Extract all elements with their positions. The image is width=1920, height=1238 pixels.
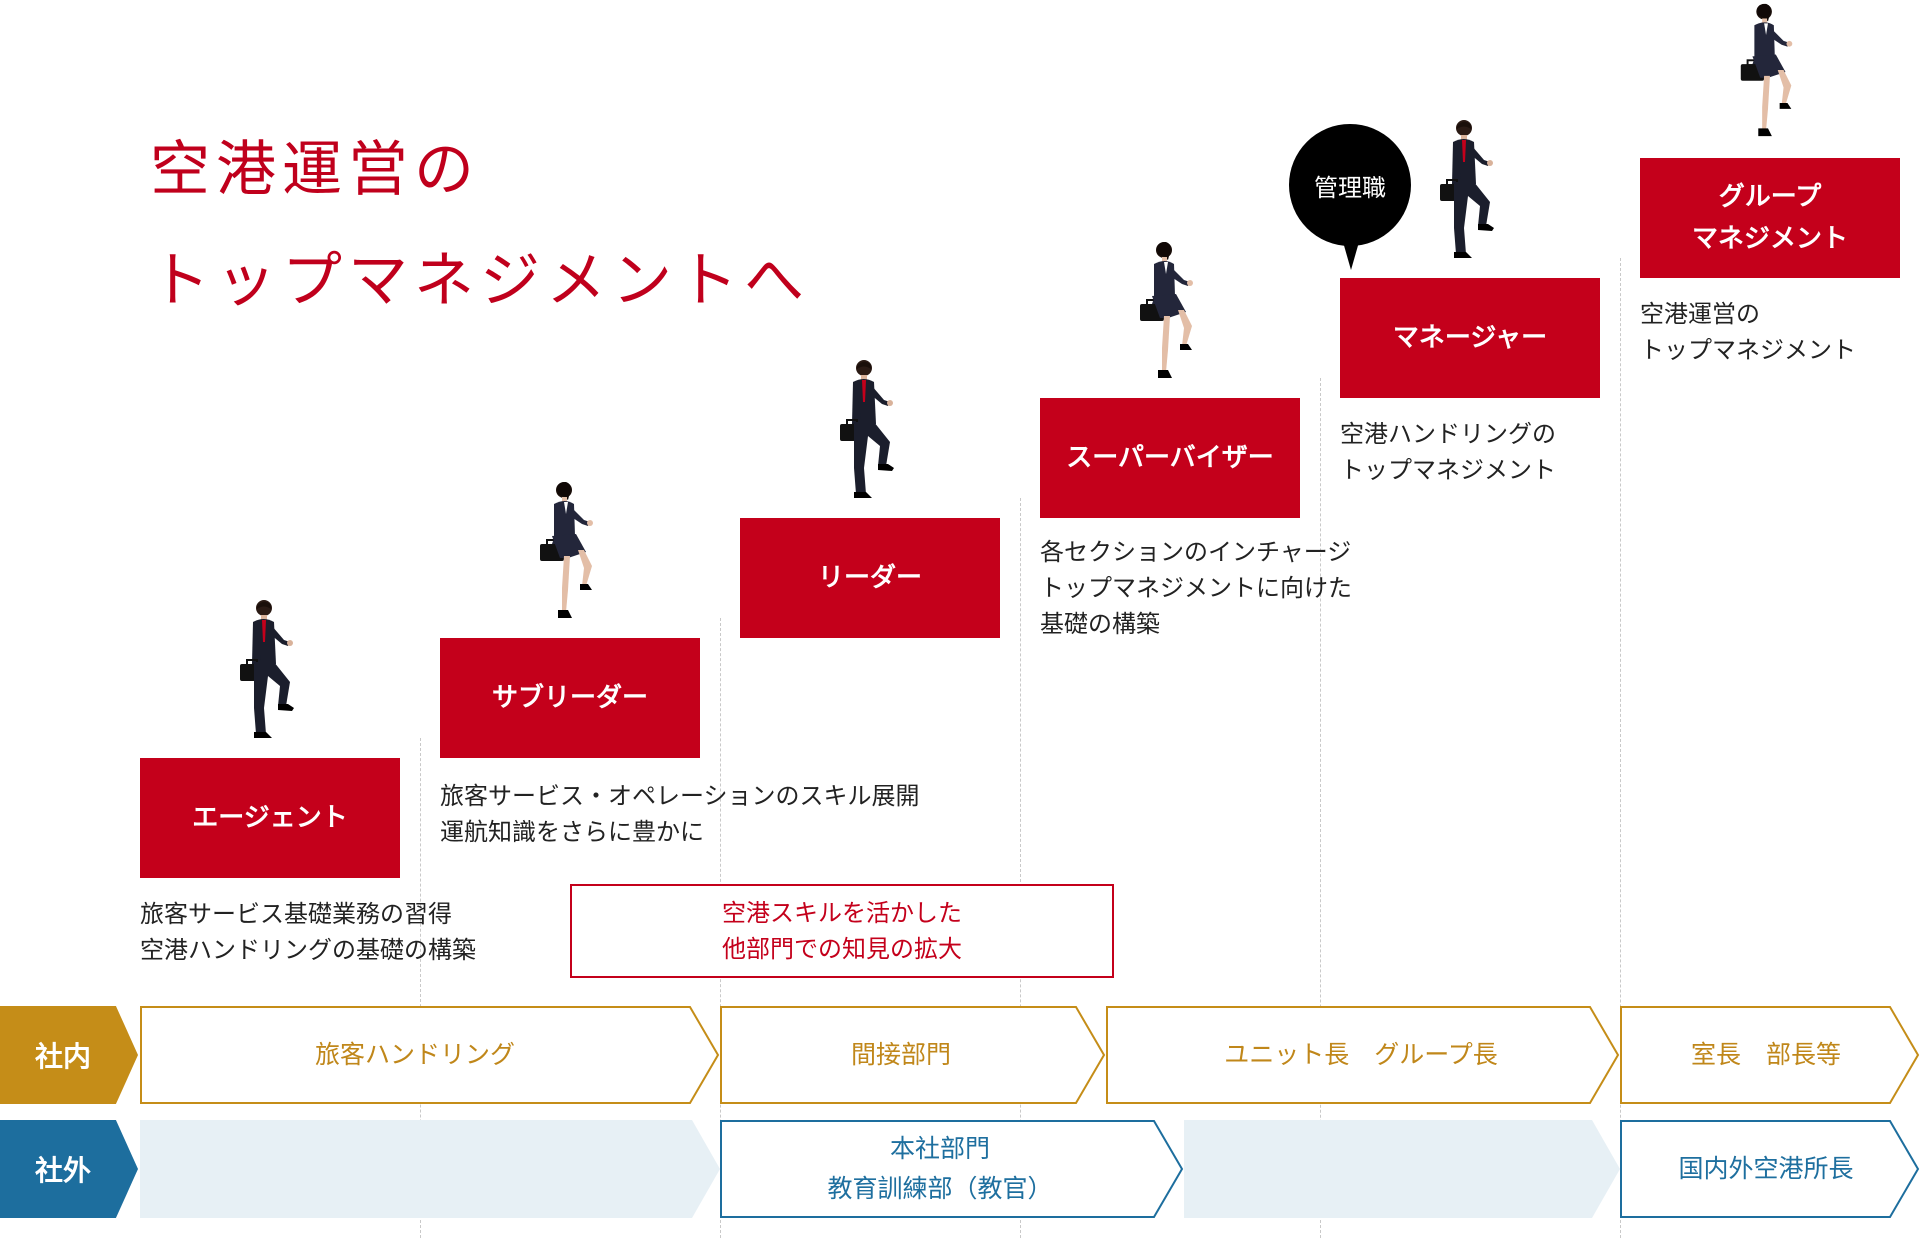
internal-arrow-indirect [720, 1006, 1106, 1104]
internal-segment-passenger-handling: 旅客ハンドリング [140, 1006, 690, 1104]
segment-label: 国内外空港所長 [1678, 1154, 1854, 1183]
step-leader-label: リーダー [817, 563, 922, 593]
internal-band-label: 社内 [0, 1006, 138, 1104]
title-line-2: トップマネジメントへ [150, 246, 810, 316]
management-bubble: 管理職 [1289, 124, 1411, 246]
desc-line: 空港ハンドリングの [1340, 420, 1556, 448]
management-bubble-label: 管理職 [1314, 173, 1386, 202]
skill-expansion-callout: 空港スキルを活かした 他部門での知見の拡大 [570, 884, 1114, 978]
internal-arrow-office-director [1620, 1006, 1920, 1104]
external-segment-head-office: 本社部門 教育訓練部（教官） [720, 1120, 1160, 1218]
desc-line: トップマネジメント [1340, 456, 1556, 484]
step-supervisor-description: 各セクションのインチャージ トップマネジメントに向けた 基礎の構築 [1040, 534, 1352, 642]
desc-line: 各セクションのインチャージ [1040, 538, 1352, 566]
desc-line: 空港ハンドリングの基礎の構築 [140, 936, 476, 964]
segment-label: 間接部門 [850, 1040, 951, 1069]
step-agent-description: 旅客サービス基礎業務の習得 空港ハンドリングの基礎の構築 [140, 896, 476, 968]
step-supervisor-label: スーパーバイザー [1066, 443, 1274, 473]
internal-arrow-unit-group-head [1106, 1006, 1620, 1104]
desc-line: 旅客サービス基礎業務の習得 [140, 900, 452, 928]
segment-label: 本社部門 [889, 1134, 990, 1163]
businesswoman-icon [1140, 242, 1193, 378]
external-arrow-airport-manager [1620, 1120, 1920, 1218]
step-group-management-label-2: マネジメント [1691, 224, 1848, 254]
step-group-management-label-1: グループ [1718, 182, 1822, 212]
management-bubble-tail [1343, 242, 1359, 270]
step-manager-description: 空港ハンドリングの トップマネジメント [1340, 416, 1556, 488]
internal-band-label-text: 社内 [34, 1040, 91, 1073]
desc-line: トップマネジメントに向けた [1040, 574, 1352, 602]
external-band-label: 社外 [0, 1120, 138, 1218]
businessman-icon [840, 360, 894, 498]
external-arrow-head-office [720, 1120, 1184, 1218]
segment-label: 教育訓練部（教官） [827, 1174, 1053, 1203]
businessman-icon [240, 600, 294, 738]
desc-line: 運航知識をさらに豊かに [440, 818, 704, 846]
internal-segment-unit-group-head: ユニット長 グループ長 [1106, 1006, 1616, 1104]
step-manager-label: マネージャー [1392, 323, 1548, 353]
column-divider [420, 738, 421, 1238]
step-sub-leader: サブリーダー [440, 638, 700, 758]
internal-segment-indirect: 間接部門 [720, 1006, 1082, 1104]
businesswoman-icon [1740, 3, 1793, 137]
segment-label: 旅客ハンドリング [314, 1040, 515, 1069]
title-line-1: 空港運営の [150, 135, 480, 205]
external-segment-airport-manager: 国内外空港所長 [1620, 1120, 1912, 1218]
external-arrow-empty [1184, 1120, 1620, 1218]
desc-line: 基礎の構築 [1040, 610, 1160, 638]
column-divider [1020, 498, 1021, 1238]
desc-line: 旅客サービス・オペレーションのスキル展開 [440, 782, 920, 810]
businessman-icon [1440, 120, 1494, 258]
external-band-label-text: 社外 [34, 1154, 91, 1187]
page-title: 空港運営の トップマネジメントへ [150, 115, 810, 337]
step-leader: リーダー [740, 518, 1000, 638]
step-manager: マネージャー [1340, 278, 1600, 398]
desc-line: トップマネジメント [1640, 336, 1856, 364]
step-agent: エージェント [140, 758, 400, 878]
desc-line: 空港運営の [1640, 300, 1760, 328]
step-agent-label: エージェント [192, 803, 348, 833]
segment-label: ユニット長 グループ長 [1224, 1040, 1498, 1069]
external-arrow-empty [140, 1120, 720, 1218]
column-divider [1320, 378, 1321, 1238]
step-group-management-description: 空港運営の トップマネジメント [1640, 296, 1856, 368]
internal-arrow-passenger-handling [140, 1006, 720, 1104]
callout-line-2: 他部門での知見の拡大 [722, 935, 962, 963]
step-group-management: グループ マネジメント [1640, 158, 1900, 278]
step-supervisor: スーパーバイザー [1040, 398, 1300, 518]
businesswoman-icon [540, 482, 593, 618]
step-sub-leader-description: 旅客サービス・オペレーションのスキル展開 運航知識をさらに豊かに [440, 778, 920, 850]
column-divider [1620, 258, 1621, 1238]
internal-segment-office-director: 室長 部長等 [1620, 1006, 1912, 1104]
segment-label: 室長 部長等 [1690, 1040, 1841, 1069]
step-sub-leader-label: サブリーダー [491, 683, 648, 713]
callout-line-1: 空港スキルを活かした [722, 899, 962, 927]
